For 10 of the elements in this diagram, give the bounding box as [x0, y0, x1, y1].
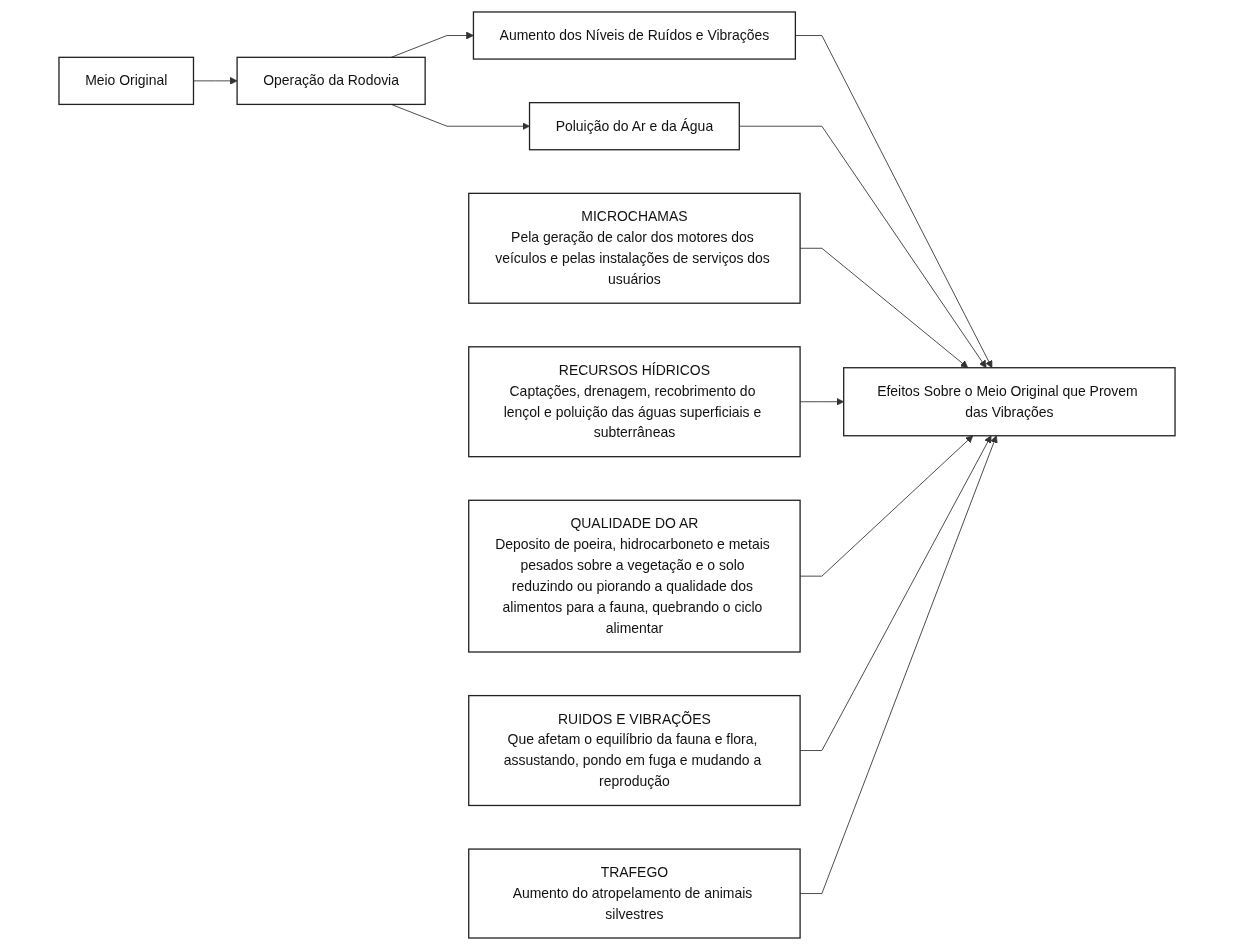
node-box: Operação da Rodovia — [236, 56, 426, 105]
node-box: QUALIDADE DO AR Deposito de poeira, hidrocarboneto e metais pesados sobre a vegetação e o solo reduzindo ou piorando a qualidade dos alimentos para a fauna, quebrando o ciclo alimentar — [468, 499, 801, 653]
node-box: Efeitos Sobre o Meio Original que Provem das Vibrações — [843, 366, 1176, 436]
node-box: TRAFEGO Aumento do atropelamento de animais silvestres — [468, 847, 801, 939]
node-box: Poluição do Ar e da Água — [528, 101, 740, 150]
node-box: MICROCHAMAS Pela geração de calor dos motores dos veículos e pelas instalações de serviços dos usuários — [468, 192, 801, 304]
node-box: RUIDOS E VIBRAÇÕES Que afetam o equilíbrio da fauna e flora, assustando, pondo em fuga e mudando a reprodução — [468, 694, 801, 806]
node-box: Aumento dos Níveis de Ruídos e Vibrações — [472, 10, 797, 60]
node-box: Meio Original — [58, 56, 195, 105]
node-box: RECURSOS HÍDRICOS Captações, drenagem, recobrimento do lençol e poluição das águas superficiais e subterrâneas — [468, 345, 801, 457]
